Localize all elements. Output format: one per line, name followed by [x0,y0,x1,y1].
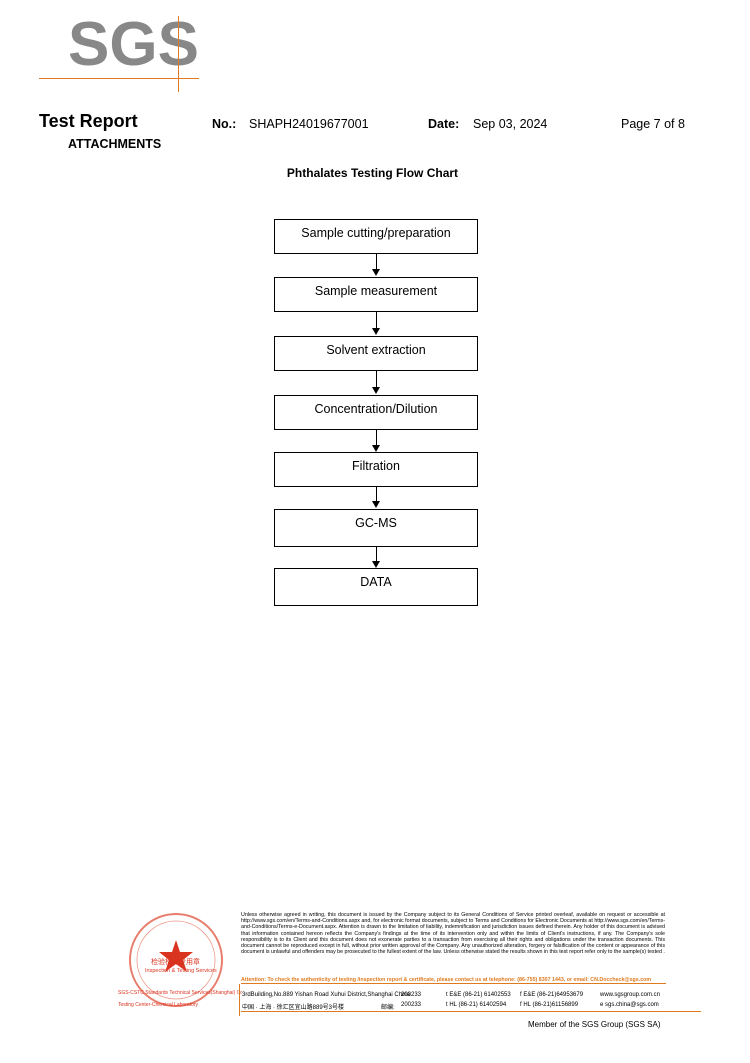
report-number-label: No.: [212,117,237,131]
flow-step: Sample cutting/preparation [274,219,478,254]
flow-arrow [376,312,377,328]
seal-company: SGS-CSTC Standards Technical Services(Sh… [118,990,242,996]
arrow-head-icon [372,387,380,394]
report-subtitle: ATTACHMENTS [68,137,162,151]
flow-step: Filtration [274,452,478,487]
address-cn: 中国 · 上海 · 徐汇区宜山路889号3号楼 [242,1005,345,1011]
fax-cn: f HL (86-21)61156899 [520,1002,579,1008]
flow-arrow [376,371,377,387]
footer-rule-bottom [241,1011,701,1012]
postcode-cn: 200233 [401,1002,422,1008]
sgs-logo: SGS [68,10,199,79]
seal-text-en: Inspection & Testing Services [145,968,217,974]
flow-chart-title: Phthalates Testing Flow Chart [286,166,459,180]
address-en: 3rdBuilding,No.889 Yishan Road Xuhui Dis… [242,992,411,998]
logo-rule-vertical [178,16,179,92]
arrow-head-icon [372,328,380,335]
fax-en: f E&E (86-21)64953679 [520,992,584,998]
flow-arrow [376,547,377,561]
report-title: Test Report [39,111,138,131]
telephone-en: t E&E (86-21) 61402553 [446,992,511,998]
flow-step: Solvent extraction [274,336,478,371]
telephone-cn: t HL (86-21) 61402594 [446,1002,507,1008]
flow-step: Concentration/Dilution [274,395,478,430]
arrow-head-icon [372,269,380,276]
report-date: Sep 03, 2024 [473,117,548,131]
flow-arrow [376,254,377,269]
report-number: SHAPH24019677001 [249,117,369,131]
footer-disclaimer: Unless otherwise agreed in writing, this… [241,912,665,956]
page-number: Page 7 of 8 [621,117,685,131]
star-icon [159,940,193,972]
report-date-label: Date: [428,117,460,131]
email-link[interactable]: e sgs.china@sgs.com [600,1002,659,1008]
member-statement: Member of the SGS Group (SGS SA) [528,1020,661,1029]
flow-step: DATA [274,568,478,606]
flow-step: GC-MS [274,509,478,547]
flow-step: Sample measurement [274,277,478,312]
logo-rule-horizontal [39,78,199,79]
arrow-head-icon [372,501,380,508]
authenticity-notice: Attention: To check the authenticity of … [241,977,652,983]
postcode-cn-label: 邮编: [381,1005,395,1011]
arrow-head-icon [372,445,380,452]
seal-lab: Testing Center-Chemical Laboratory [118,1002,199,1008]
website-link[interactable]: www.sgsgroup.com.cn [600,992,661,998]
footer-rule-vertical [239,984,240,1016]
company-seal [129,913,223,1007]
footer-rule-top [241,983,666,984]
seal-text: 检验检测专用章 [151,959,200,966]
flow-arrow [376,487,377,501]
arrow-head-icon [372,561,380,568]
postcode-en: 200233 [401,992,422,998]
flow-arrow [376,430,377,445]
